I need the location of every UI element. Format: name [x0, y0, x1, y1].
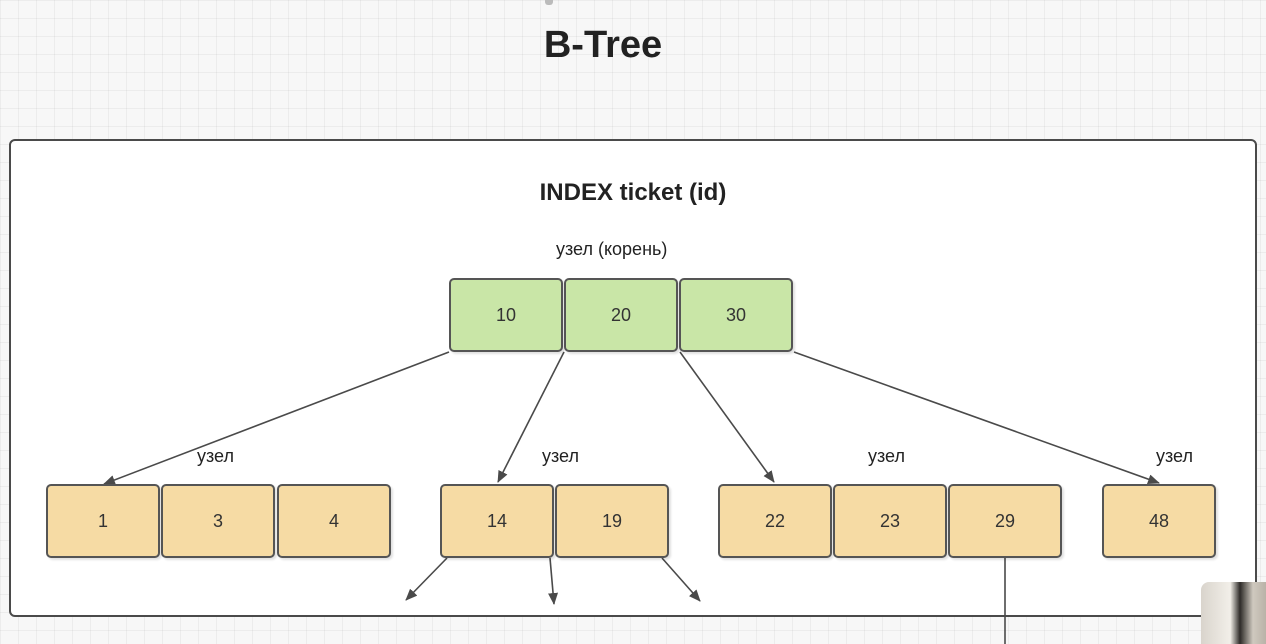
node-label-1: узел: [197, 446, 234, 466]
node-1-key-cell: 1: [46, 484, 160, 558]
root-node-label: узел (корень): [556, 239, 668, 259]
node-label-2: узел: [542, 446, 579, 466]
index-title: INDEX ticket (id): [539, 179, 727, 206]
top-edge-mark: [545, 0, 553, 5]
node-1-key-cell: 3: [161, 484, 275, 558]
node-3-key-cell: 29: [948, 484, 1062, 558]
node-4-key-cell: 48: [1102, 484, 1216, 558]
node-label-3: узел: [868, 446, 905, 466]
presenter-video-thumbnail: [1201, 582, 1266, 644]
node-3-key-cell: 22: [718, 484, 832, 558]
node-2-key-cell: 14: [440, 484, 554, 558]
node-label-4: узел: [1156, 446, 1193, 466]
root-key-cell: 10: [449, 278, 563, 352]
root-key-cell: 30: [679, 278, 793, 352]
node-2-key-cell: 19: [555, 484, 669, 558]
root-key-cell: 20: [564, 278, 678, 352]
node-1-key-cell: 4: [277, 484, 391, 558]
node-3-key-cell: 23: [833, 484, 947, 558]
page-title: B-Tree: [543, 24, 663, 66]
